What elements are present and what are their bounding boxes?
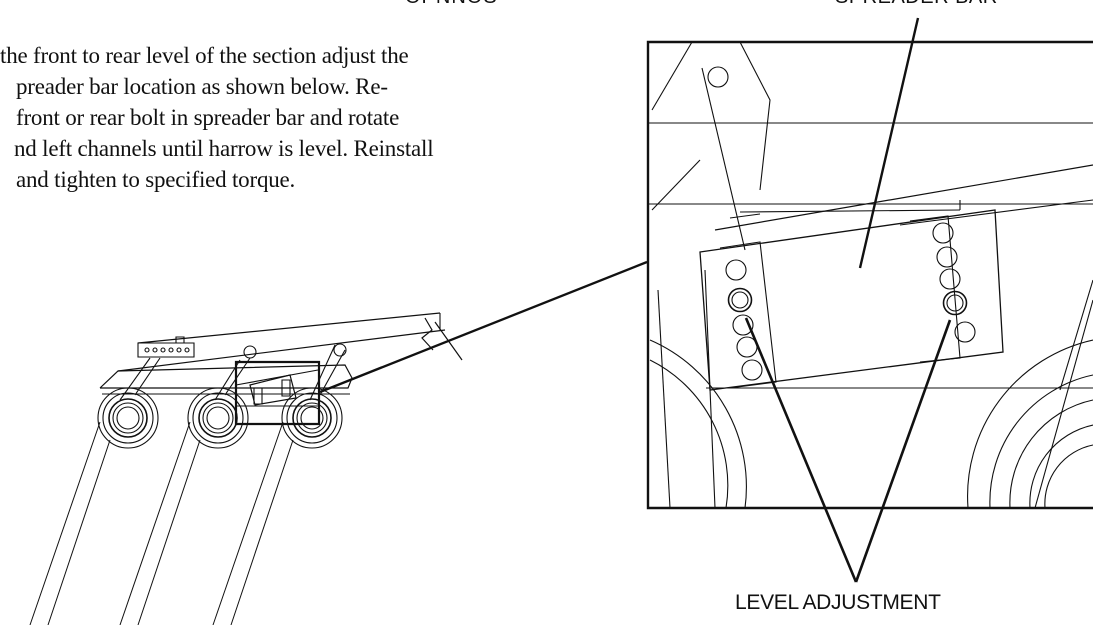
harrow-wheel-left xyxy=(98,388,158,448)
harrow-section-overview xyxy=(30,313,462,625)
instruction-line: and tighten to specified torque. xyxy=(16,167,296,192)
instruction-line: the front to rear level of the section a… xyxy=(0,43,409,68)
callout-leader-line xyxy=(320,262,647,392)
top-cutoff-label: OPNNOS xyxy=(405,0,498,9)
spreader-bar-pointer xyxy=(860,18,918,268)
harrow-wheel-right xyxy=(282,388,342,448)
harrow-tines xyxy=(30,422,293,625)
instruction-line: preader bar location as shown below. Re- xyxy=(16,74,388,99)
level-adjustment-pointer-right xyxy=(856,320,950,582)
instruction-line: front or rear bolt in spreader bar and r… xyxy=(16,105,400,130)
instruction-line: nd left channels until harrow is level. … xyxy=(14,136,434,161)
spreader-bar-label: SPREADER BAR xyxy=(835,0,998,9)
level-adjustment-pointer-left xyxy=(746,318,856,582)
level-adjustment-label: LEVEL ADJUSTMENT xyxy=(735,591,941,614)
harrow-wheel-middle xyxy=(188,388,248,448)
spreader-bar-detail xyxy=(648,42,1093,508)
instruction-paragraph: the front to rear level of the section a… xyxy=(0,40,520,195)
